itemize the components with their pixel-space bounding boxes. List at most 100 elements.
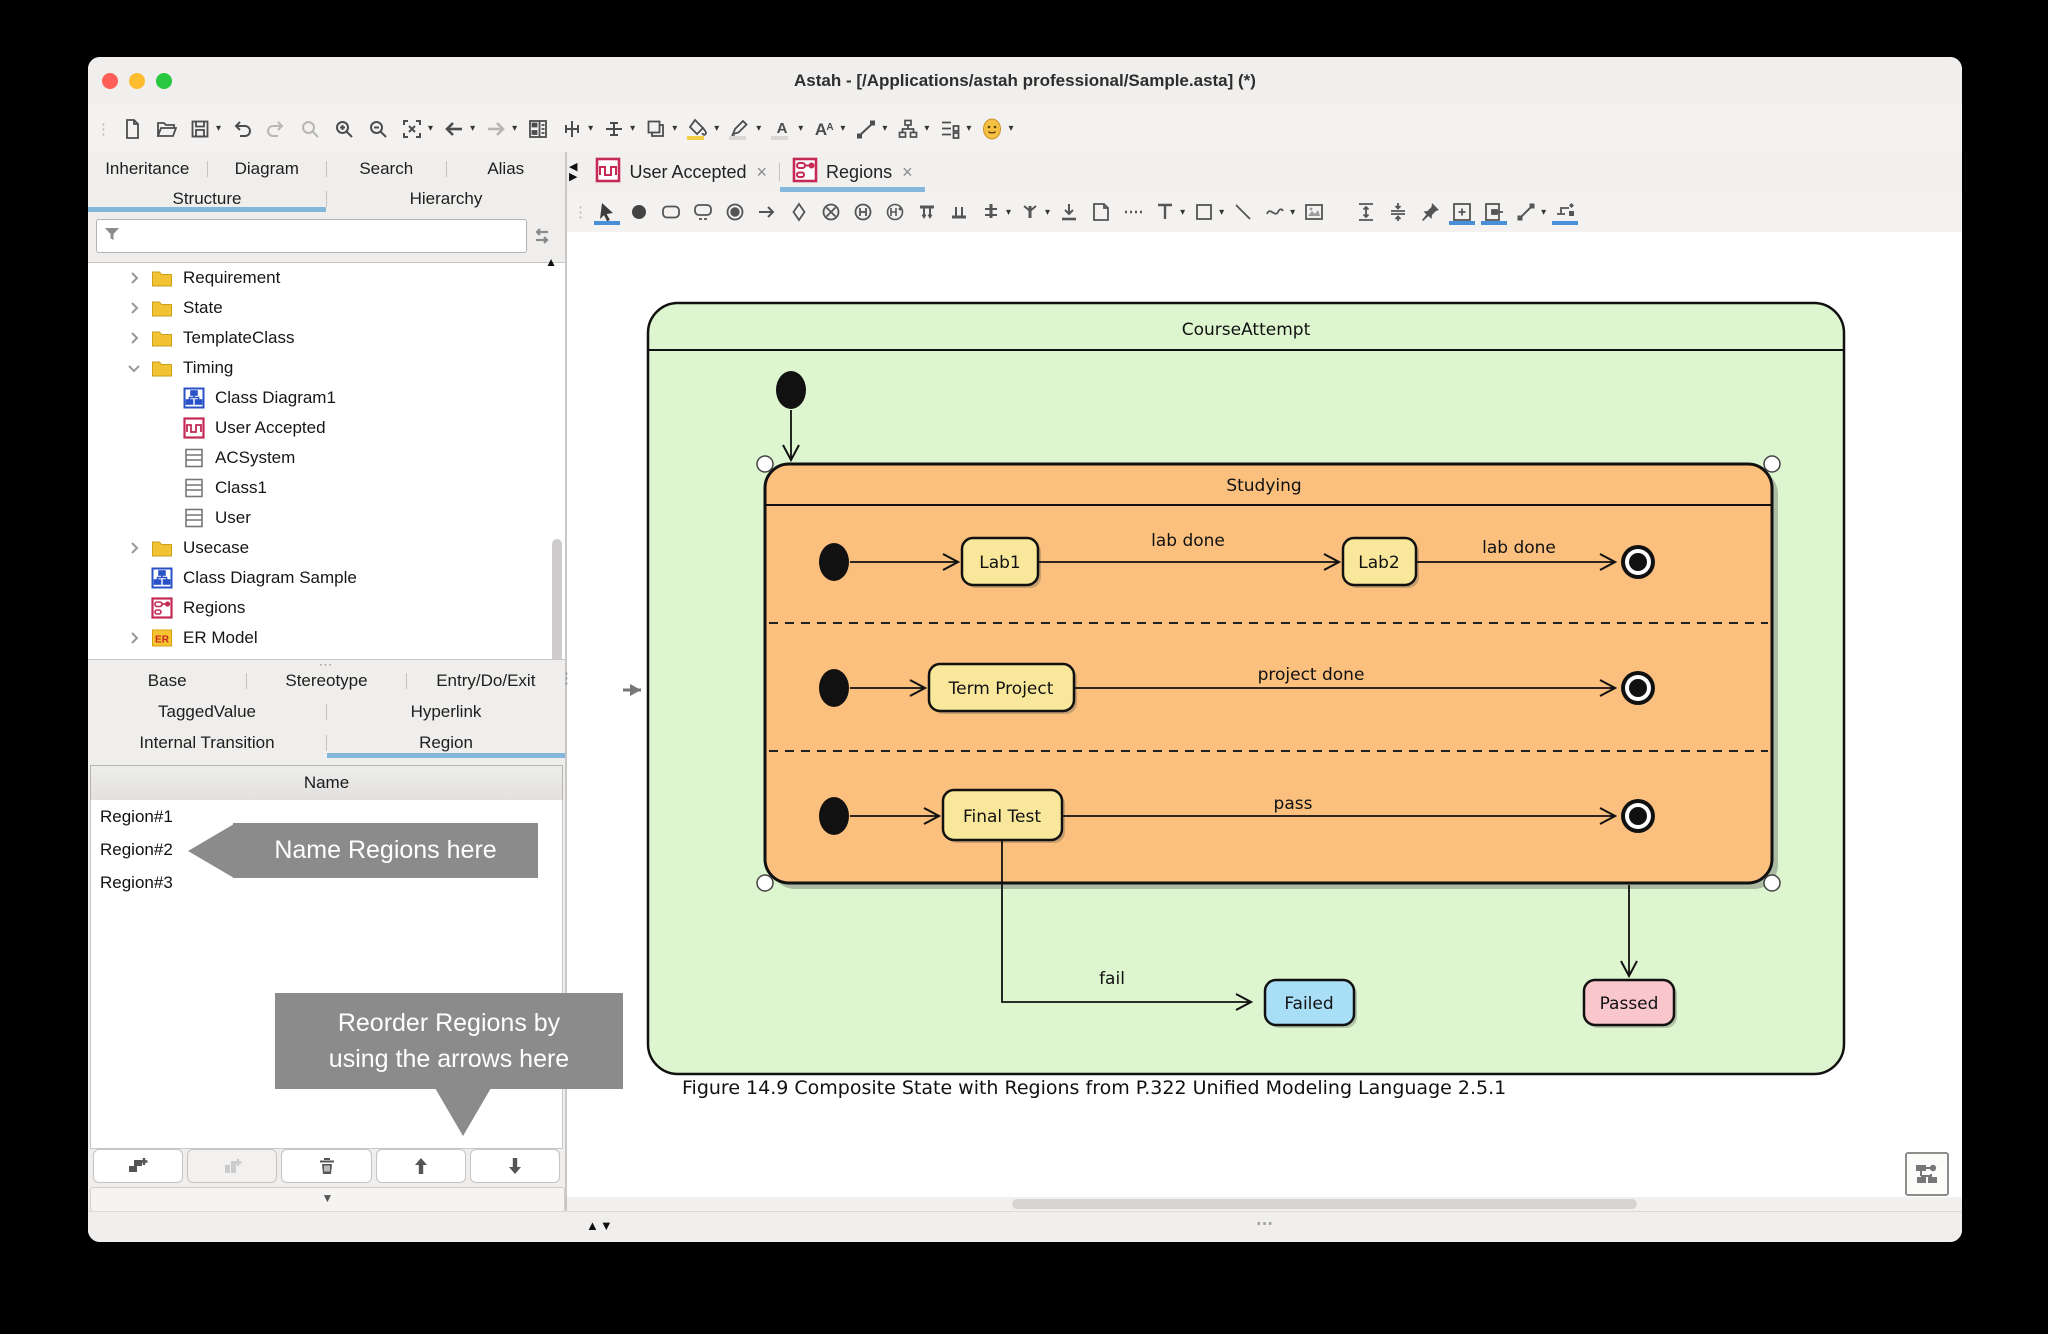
tree-item-regions[interactable]: Regions [88, 593, 565, 623]
line-color-icon[interactable] [726, 115, 753, 142]
freehand-tool-icon[interactable] [1262, 199, 1288, 225]
tab-taggedvalue[interactable]: TaggedValue [158, 701, 256, 721]
tab-region[interactable]: Region [327, 727, 565, 758]
state-lab1[interactable]: Lab1 [960, 536, 1041, 588]
move-region-down-button[interactable] [469, 1149, 561, 1183]
forward-dropdown-caret[interactable]: ▾ [512, 123, 518, 134]
state-final-test[interactable]: Final Test [941, 788, 1065, 843]
expand-vertical-tool-icon[interactable] [1353, 199, 1379, 225]
shrink-vertical-tool-icon[interactable] [1385, 199, 1411, 225]
initial-state-region1[interactable] [819, 543, 849, 581]
transition-final-test-to-failed[interactable] [1001, 840, 1251, 1002]
chevron-right-icon[interactable] [122, 271, 146, 285]
tree-item-requirement[interactable]: Requirement [88, 263, 565, 293]
tree-item-templateclass[interactable]: TemplateClass [88, 323, 565, 353]
initial-state-tool-icon[interactable] [626, 199, 652, 225]
line-tool-icon[interactable] [1230, 199, 1256, 225]
state-failed[interactable]: Failed [1263, 978, 1357, 1028]
tree-item-user[interactable]: User [88, 503, 565, 533]
close-window-button[interactable] [102, 73, 118, 89]
pin-tool-icon[interactable] [1417, 199, 1443, 225]
save-dropdown-caret[interactable]: ▾ [216, 123, 222, 134]
back-dropdown-caret[interactable]: ▾ [470, 123, 476, 134]
zoom-window-button[interactable] [156, 73, 172, 89]
join-vertical-tool-icon[interactable] [1017, 199, 1043, 225]
align-width-icon[interactable] [558, 115, 585, 142]
connector-dropdown-caret[interactable]: ▾ [1541, 206, 1547, 218]
initial-state-region3[interactable] [819, 797, 849, 835]
tab-search[interactable]: Search [359, 158, 414, 178]
tree-item-class-diagram-sample[interactable]: Class Diagram Sample [88, 563, 565, 593]
join-tool-icon[interactable] [946, 199, 972, 225]
selection-handles[interactable] [756, 455, 1781, 892]
connector-tool-icon[interactable] [1513, 199, 1539, 225]
state-tool-icon[interactable] [658, 199, 684, 225]
tree-item-class-diagram1[interactable]: Class Diagram1 [88, 383, 565, 413]
tab-alias[interactable]: Alias [487, 158, 525, 178]
horizontal-scrollbar-thumb[interactable] [1012, 1199, 1637, 1209]
tab-scroll-right-icon[interactable]: ▶ [569, 171, 578, 183]
copy-style-icon[interactable] [642, 115, 669, 142]
rectangle-tool-icon[interactable] [1191, 199, 1217, 225]
state-label-studying[interactable]: Studying [1226, 476, 1301, 496]
close-tab-icon[interactable]: × [902, 161, 913, 182]
terminate-tool-icon[interactable] [818, 199, 844, 225]
state-term-project[interactable]: Term Project [927, 662, 1077, 714]
state-label-term-project[interactable]: Term Project [948, 679, 1054, 699]
choice-tool-icon[interactable] [786, 199, 812, 225]
tab-regions[interactable]: Regions × [780, 152, 925, 192]
tree-item-usecase[interactable]: Usecase [88, 533, 565, 563]
line-style-icon[interactable] [852, 115, 879, 142]
hierarchy-icon[interactable] [894, 115, 921, 142]
rectangle-dropdown-caret[interactable]: ▾ [1219, 206, 1225, 218]
state-lab2[interactable]: Lab2 [1341, 536, 1419, 588]
adjust-tool-icon[interactable] [1552, 199, 1578, 225]
emoticon-dropdown-caret[interactable]: ▾ [1008, 123, 1014, 134]
find-icon[interactable] [296, 115, 323, 142]
state-label-failed[interactable]: Failed [1284, 994, 1333, 1014]
join-dropdown-caret[interactable]: ▾ [1045, 206, 1051, 218]
transition-label-lab-done-1[interactable]: lab done [1151, 531, 1225, 551]
fork-dropdown-caret[interactable]: ▾ [1006, 206, 1012, 218]
tab-base[interactable]: Base [147, 670, 187, 690]
tree-item-acsystem[interactable]: ACSystem [88, 443, 565, 473]
transition-tool-icon[interactable] [754, 199, 780, 225]
add-sub-region-button[interactable] [187, 1149, 278, 1183]
line-style-dropdown-caret[interactable]: ▾ [882, 123, 888, 134]
deep-history-tool-icon[interactable] [882, 199, 908, 225]
tree-item-state[interactable]: State [88, 293, 565, 323]
diagram-editor-icon[interactable] [524, 115, 551, 142]
zoom-out-icon[interactable] [364, 115, 391, 142]
forward-icon[interactable] [482, 115, 509, 142]
tab-stereotype[interactable]: Stereotype [285, 670, 368, 690]
entry-point-tool-icon[interactable] [1056, 199, 1082, 225]
chevron-right-icon[interactable] [122, 301, 146, 315]
final-state-region3[interactable] [1621, 799, 1655, 833]
tab-user-accepted[interactable]: User Accepted × [583, 152, 779, 192]
region-table-header[interactable]: Name [90, 765, 563, 801]
freehand-dropdown-caret[interactable]: ▾ [1290, 206, 1296, 218]
chevron-down-icon[interactable] [122, 361, 146, 375]
shallow-history-tool-icon[interactable] [850, 199, 876, 225]
panel-splitter[interactable] [565, 152, 567, 1211]
final-state-region1[interactable] [1621, 545, 1655, 579]
minimize-window-button[interactable] [129, 73, 145, 89]
collapse-panel-button[interactable]: ▼ [90, 1187, 565, 1212]
font-dropdown-caret[interactable]: ▾ [840, 123, 846, 134]
tab-entry-do-exit[interactable]: Entry/Do/Exit [436, 670, 536, 690]
toolbar-drag-handle-icon[interactable]: ⋮ [96, 120, 111, 138]
close-tab-icon[interactable]: × [756, 161, 768, 182]
state-label-final-test[interactable]: Final Test [963, 807, 1041, 827]
region-row-3[interactable]: Region#3 [100, 873, 173, 892]
transition-label-fail[interactable]: fail [1099, 969, 1125, 989]
fork-tool-icon[interactable] [914, 199, 940, 225]
back-icon[interactable] [440, 115, 467, 142]
state-label-lab1[interactable]: Lab1 [979, 553, 1021, 573]
image-tool-icon[interactable] [1301, 199, 1327, 225]
hierarchy-dropdown-caret[interactable]: ▾ [924, 123, 930, 134]
diagram-canvas[interactable]: CourseAttempt Studying [567, 232, 1962, 1197]
text-tool-icon[interactable] [1152, 199, 1178, 225]
transition-label-lab-done-2[interactable]: lab done [1482, 538, 1556, 558]
tree-item-user-accepted[interactable]: User Accepted [88, 413, 565, 443]
